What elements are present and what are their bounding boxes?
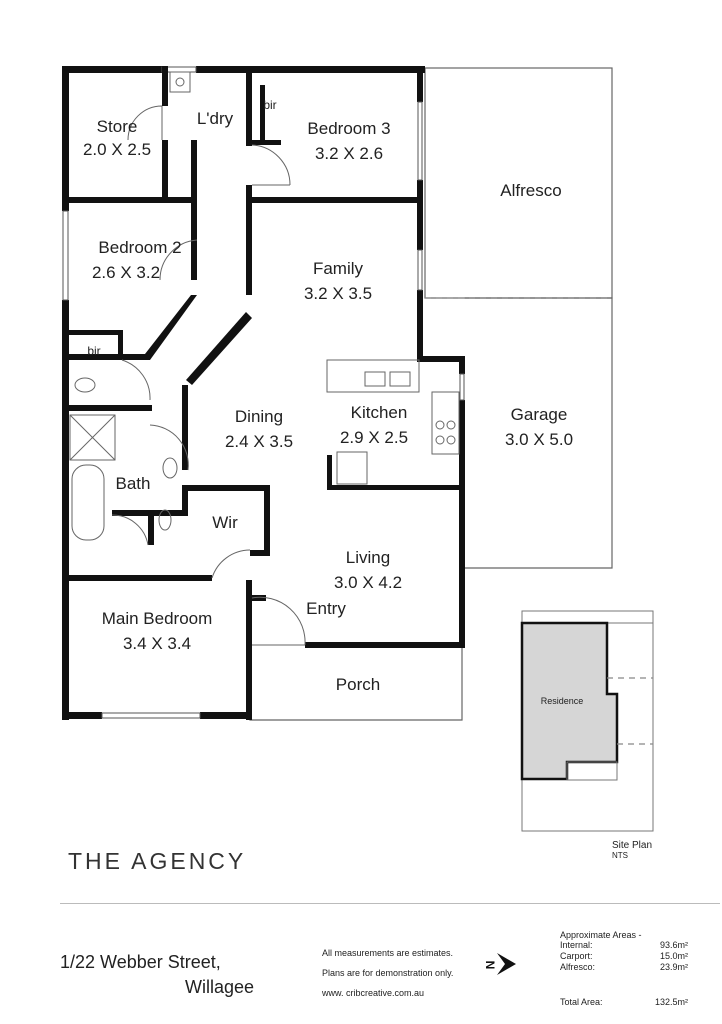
room-size-bedroom3: 3.2 X 2.6 [315, 144, 383, 163]
door-swing [127, 105, 163, 141]
area-label: Alfresco: [560, 962, 596, 972]
fixtures [69, 71, 460, 646]
room-label-dining: Dining [235, 407, 283, 426]
address-line1: 1/22 Webber Street, [60, 952, 221, 972]
site-plan-caption: Site Plan NTS [612, 840, 652, 860]
room-label-bedroom3: Bedroom 3 [307, 119, 390, 138]
area-label: Internal: [560, 940, 593, 950]
room-label-garage: Garage [511, 405, 568, 424]
note: All measurements are estimates. [322, 948, 454, 958]
area-total-row: Total Area: 132.5m² [560, 997, 688, 1008]
total-label: Total Area: [560, 997, 603, 1007]
basin-icon [158, 509, 172, 531]
total-value: 132.5m² [654, 997, 688, 1007]
room-label-living: Living [346, 548, 390, 567]
svg-text:N: N [483, 961, 497, 970]
area-row: Internal: 93.6m² [560, 940, 688, 951]
trough-icon [169, 71, 191, 93]
area-row: Carport: 15.0m² [560, 951, 688, 962]
room-label-bath: Bath [116, 474, 151, 493]
website-link[interactable]: www. cribcreative.com.au [322, 988, 425, 998]
room-size-living: 3.0 X 4.2 [334, 573, 402, 592]
fridge-icon [336, 451, 368, 485]
room-label-wir: Wir [212, 513, 238, 532]
kitchen-bench [326, 359, 420, 393]
interior-walls [62, 66, 462, 601]
address-line2: Willagee [185, 977, 255, 997]
room-label-kitchen: Kitchen [351, 403, 408, 422]
room-label-entry: Entry [306, 599, 346, 618]
room-size-main-bedroom: 3.4 X 3.4 [123, 634, 191, 653]
room-label-bedroom2: Bedroom 2 [98, 238, 181, 257]
areas-heading: Approximate Areas - [560, 930, 642, 940]
area-row: Alfresco: 23.9m² [560, 962, 688, 973]
room-label-alfresco: Alfresco [500, 181, 561, 200]
cooktop-icon [431, 391, 460, 455]
sink-icon [364, 371, 386, 387]
room-size-bedroom2: 2.6 X 3.2 [92, 263, 160, 282]
room-size-kitchen: 2.9 X 2.5 [340, 428, 408, 447]
shower-icon [69, 414, 116, 461]
divider [60, 903, 720, 904]
room-label-bir: bir [87, 344, 100, 358]
north-arrow-icon: N [483, 953, 516, 975]
address: 1/22 Webber Street, Willagee [60, 950, 254, 1000]
site-plan-scale: NTS [612, 851, 628, 860]
room-size-store: 2.0 X 2.5 [83, 140, 151, 159]
area-label: Carport: [560, 951, 593, 961]
area-value: 23.9m² [659, 962, 688, 972]
room-size-garage: 3.0 X 5.0 [505, 430, 573, 449]
bathtub-icon [71, 464, 105, 541]
room-label-porch: Porch [336, 675, 380, 694]
disclaimer-notes: All measurements are estimates. Plans ar… [322, 943, 453, 1003]
area-value: 15.0m² [659, 951, 688, 961]
site-plan: Residence [520, 610, 654, 832]
room-size-family: 3.2 X 3.5 [304, 284, 372, 303]
note: Plans are for demonstration only. [322, 968, 454, 978]
room-label-laundry: L'dry [197, 109, 234, 128]
area-value: 93.6m² [659, 940, 688, 950]
room-label-family: Family [313, 259, 364, 278]
toilet-icon [74, 377, 96, 393]
room-label-store: Store [97, 117, 138, 136]
area-summary: Approximate Areas - Internal: 93.6m² Carp… [560, 930, 688, 1008]
site-plan-title: Site Plan [612, 840, 653, 851]
room-label-main-bedroom: Main Bedroom [102, 609, 213, 628]
exterior-walls [62, 66, 465, 720]
room-size-dining: 2.4 X 3.5 [225, 432, 293, 451]
site-residence-label: Residence [541, 696, 584, 706]
agency-logo: THE AGENCY [68, 848, 247, 874]
room-label-bir: bir [263, 98, 276, 112]
